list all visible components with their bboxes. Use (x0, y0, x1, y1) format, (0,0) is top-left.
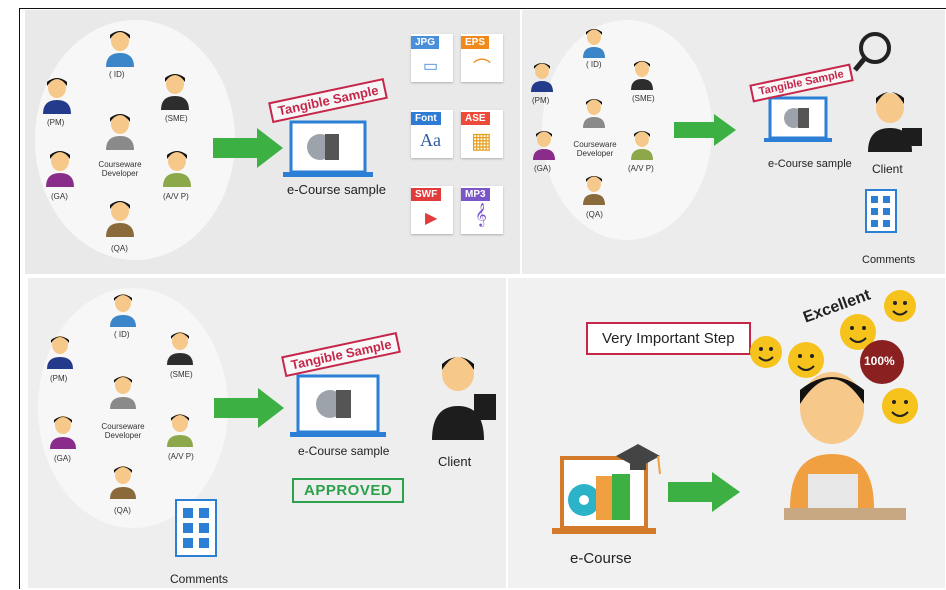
team-members (43, 31, 373, 237)
role-sme-label: (SME) (165, 114, 188, 123)
person-dev-icon (110, 376, 136, 409)
laptop-icon (283, 120, 373, 177)
team-backdrop (35, 20, 235, 260)
swf-file-icon: SWF ▶ (411, 186, 453, 234)
hundred-percent-label: 100% (864, 354, 895, 368)
role-dev-label: Courseware Developer (101, 422, 145, 440)
person-avp-icon (167, 414, 193, 447)
client-label: Client (872, 162, 903, 176)
person-ga-icon (46, 151, 74, 187)
person-id-icon (110, 294, 136, 327)
role-qa-label: (QA) (586, 210, 603, 219)
smiley-icon (840, 314, 876, 350)
role-qa-label: (QA) (114, 506, 131, 515)
role-avp-label: (A/V P) (168, 452, 194, 461)
person-avp-icon (163, 151, 191, 187)
font-file-icon: Font Aa (411, 110, 453, 158)
graduation-cap-icon (616, 444, 661, 475)
person-id-icon (583, 29, 605, 58)
person-id-icon (106, 31, 134, 67)
person-qa-icon (110, 466, 136, 499)
learner-icon (784, 372, 906, 520)
laptop-icon (290, 374, 386, 437)
comments-label: Comments (170, 572, 229, 586)
smiley-icon (884, 290, 916, 322)
eps-file-icon: EPS ⌒ (461, 34, 503, 82)
arrow-icon (214, 388, 284, 428)
panel-team-files: ( ID) (PM) (SME) Courseware Developer (G… (25, 10, 520, 274)
ecourse-sample-label: e-Course sample (298, 444, 390, 458)
person-sme-icon (167, 332, 193, 365)
role-ga-label: (GA) (54, 454, 71, 463)
arrow-icon (674, 114, 736, 146)
person-dev-icon (583, 99, 605, 128)
magnifier-icon (853, 32, 891, 72)
panel-excellent: Very Important Step (508, 278, 945, 588)
team-members (531, 29, 922, 233)
person-ga-icon (533, 131, 555, 160)
panel-approved: ( ID) (PM) (SME) Courseware Developer (G… (28, 278, 506, 588)
role-sme-label: (SME) (632, 94, 655, 103)
client-label: Client (438, 454, 472, 469)
comments-checklist-icon (175, 499, 217, 557)
role-pm-label: (PM) (532, 96, 550, 105)
arrow-icon (668, 472, 740, 512)
role-pm-label: (PM) (50, 374, 68, 383)
ase-file-icon: ASE ▦ (461, 110, 503, 158)
role-id-label: ( ID) (114, 330, 130, 339)
person-pm-icon (531, 63, 553, 92)
role-avp-label: (A/V P) (163, 192, 189, 201)
comments-label: Comments (862, 254, 916, 266)
team-members (47, 294, 496, 557)
ecourse-sample-label: e-Course sample (287, 182, 386, 197)
client-icon (868, 92, 922, 152)
person-pm-icon (43, 78, 71, 114)
panel-client-review: ( ID) (PM) (SME) Courseware Developer (G… (522, 10, 945, 274)
role-ga-label: (GA) (51, 192, 68, 201)
comments-checklist-icon (865, 189, 897, 233)
ecourse-sample-label: e-Course sample (768, 158, 852, 170)
smiley-icon (882, 388, 918, 424)
role-qa-label: (QA) (111, 244, 128, 253)
jpg-file-icon: JPG ▭ (411, 34, 453, 82)
role-dev-label: Courseware Developer (98, 160, 142, 178)
role-ga-label: (GA) (534, 164, 551, 173)
person-ga-icon (50, 416, 76, 449)
person-sme-icon (631, 61, 653, 90)
person-dev-icon (106, 114, 134, 150)
very-important-step-banner: Very Important Step (586, 322, 751, 355)
image-frame (19, 8, 946, 589)
hundred-percent-badge (860, 340, 904, 384)
person-qa-icon (106, 201, 134, 237)
arrow-icon (213, 128, 283, 168)
person-pm-icon (47, 336, 73, 369)
client-icon (432, 357, 496, 440)
person-avp-icon (631, 131, 653, 160)
mp3-file-icon: MP3 𝄞 (461, 186, 503, 234)
role-id-label: ( ID) (586, 60, 602, 69)
approved-stamp: APPROVED (292, 478, 405, 503)
role-avp-label: (A/V P) (628, 164, 654, 173)
role-sme-label: (SME) (170, 370, 193, 379)
person-qa-icon (583, 176, 605, 205)
smiley-icon (750, 336, 782, 368)
smiley-icon (788, 342, 824, 378)
role-dev-label: Courseware Developer (573, 140, 617, 158)
panel4-illustration (552, 290, 918, 534)
ecourse-label: e-Course (570, 550, 632, 567)
person-sme-icon (161, 74, 189, 110)
role-pm-label: (PM) (47, 118, 65, 127)
laptop-icon (764, 96, 832, 142)
role-id-label: ( ID) (109, 70, 125, 79)
